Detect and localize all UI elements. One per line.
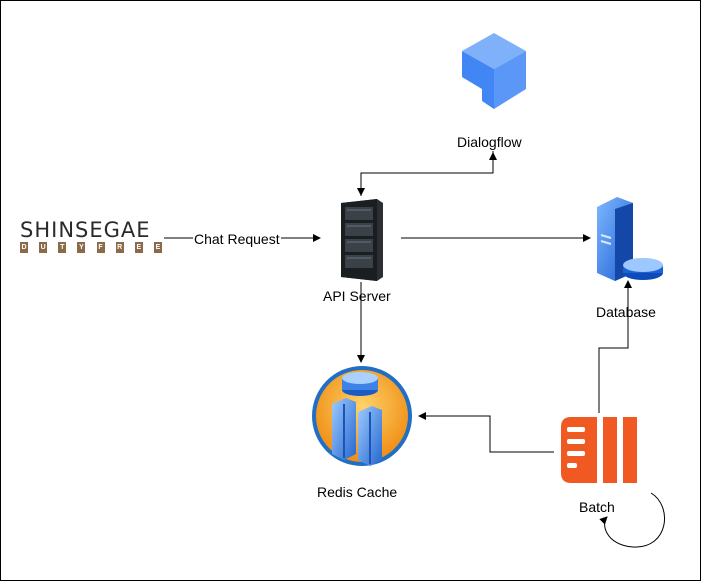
shinsegae-wordmark: SHINSEGAE <box>20 218 151 242</box>
edge-api-to-dialogflow <box>360 152 497 196</box>
database-server-icon <box>597 197 663 281</box>
server-rack-icon <box>341 199 383 281</box>
edge-label-chat-request: Chat Request <box>193 231 281 247</box>
edge-batch-to-redis <box>418 412 554 453</box>
edge-dialogflow-to-api <box>357 151 494 196</box>
edge-batch-to-database <box>598 280 632 413</box>
dialogflow-label: Dialogflow <box>457 134 522 150</box>
batch-icon <box>561 417 637 483</box>
api-server-label: API Server <box>323 288 391 304</box>
dialogflow-icon <box>462 33 526 109</box>
redis-cache-icon <box>312 366 412 466</box>
redis-cache-label: Redis Cache <box>317 484 398 500</box>
batch-label: Batch <box>579 499 615 515</box>
duty-free-bar: D U T Y F R E E <box>20 242 162 253</box>
edge-batch-self-loop <box>599 492 665 548</box>
database-label: Database <box>596 304 656 320</box>
shinsegae-duty-free-logo: SHINSEGAE D U T Y F R E E <box>20 219 162 253</box>
